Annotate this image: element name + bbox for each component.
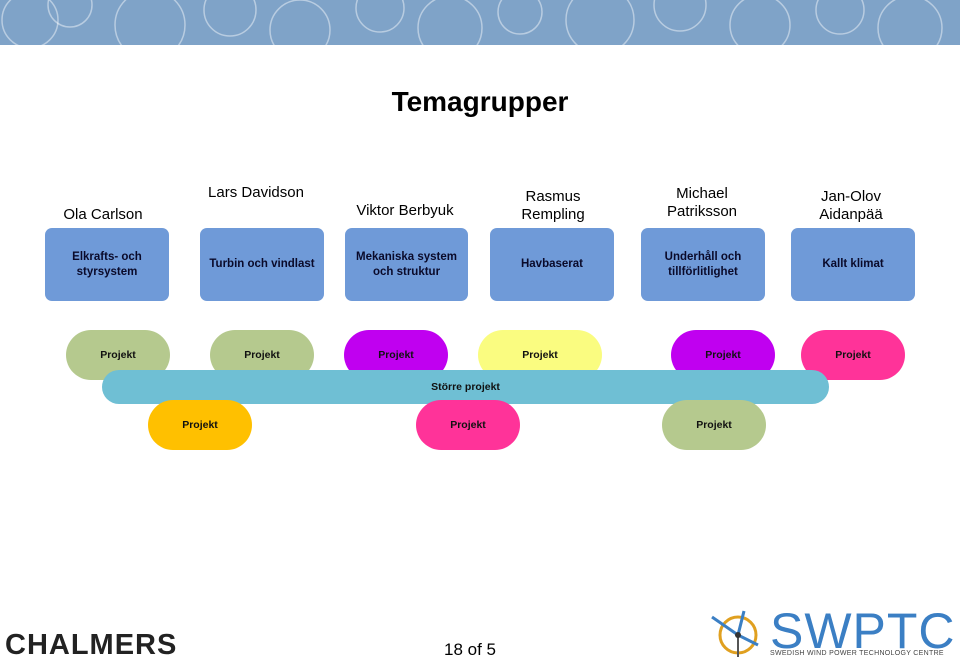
person-name: Ola Carlson xyxy=(63,206,143,223)
chalmers-logo: CHALMERS xyxy=(5,629,178,661)
project-pill: Projekt xyxy=(662,400,766,450)
theme-group-box: Elkrafts- och styrsystem xyxy=(45,228,169,301)
person-name: Lars Davidson xyxy=(208,184,304,201)
project-pill: Projekt xyxy=(416,400,520,450)
theme-group-box: Underhåll och tillförlitlighet xyxy=(641,228,765,301)
page-number: 18 of 5 xyxy=(444,640,496,659)
person-name: Rasmus Rempling xyxy=(521,188,585,223)
theme-group-box: Havbaserat xyxy=(490,228,614,301)
banner-circles-decoration xyxy=(1,0,943,45)
swptc-logo-text: SWPTC xyxy=(770,603,956,659)
person-name: Viktor Berbyuk xyxy=(356,202,454,219)
page-title: Temagrupper xyxy=(391,86,569,117)
theme-group-box: Turbin och vindlast xyxy=(200,228,324,301)
project-pill: Projekt xyxy=(148,400,252,450)
swptc-logo-subtitle: SWEDISH WIND POWER TECHNOLOGY CENTRE xyxy=(770,650,944,657)
theme-group-box: Kallt klimat xyxy=(791,228,915,301)
theme-group-box: Mekaniska system och struktur xyxy=(345,228,468,301)
person-name: Michael Patriksson xyxy=(666,185,738,220)
header-banner xyxy=(0,0,960,45)
larger-project-bar: Större projekt xyxy=(102,370,829,404)
wind-turbine-logo-icon xyxy=(711,610,759,657)
person-name: Jan-Olov Aidanpää xyxy=(819,188,883,223)
